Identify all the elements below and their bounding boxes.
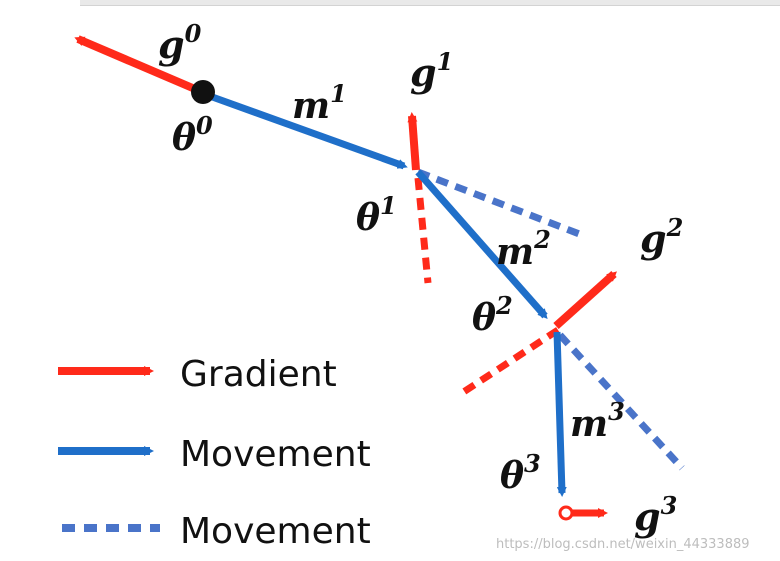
label-m2: m2 xyxy=(496,225,551,273)
label-g2: g2 xyxy=(640,213,683,261)
gradient-arrow-g1 xyxy=(407,112,420,171)
label-theta1: θ1 xyxy=(356,191,397,239)
label-m3: m3 xyxy=(570,397,625,445)
end-point xyxy=(558,505,574,521)
gradient-arrow-g2 xyxy=(553,271,617,329)
label-m1: m1 xyxy=(292,79,347,127)
movement-arrow-m3 xyxy=(553,331,567,497)
dotted-movement-1 xyxy=(416,168,584,239)
legend-gradient-label: Gradient xyxy=(180,354,337,395)
legend-dotted-label: Movement xyxy=(180,511,371,552)
movement-arrow-m1 xyxy=(202,90,408,170)
label-theta0: θ0 xyxy=(172,111,213,159)
gradient-arrow-g0 xyxy=(74,35,204,96)
label-theta2: θ2 xyxy=(472,291,513,339)
label-theta3: θ3 xyxy=(500,449,541,497)
label-g3: g3 xyxy=(634,491,677,539)
dotted-gradient-2 xyxy=(460,327,560,396)
legend: Gradient Movement Movement xyxy=(58,354,371,552)
label-g0: g0 xyxy=(158,19,202,67)
top-window-edge xyxy=(80,0,780,6)
movement-arrow-m2 xyxy=(415,169,548,319)
dotted-movement-2 xyxy=(557,332,685,471)
start-point xyxy=(191,80,215,104)
watermark: https://blog.csdn.net/weixin_44333889 xyxy=(496,537,750,552)
dotted-gradient-1 xyxy=(414,177,432,284)
label-g1: g1 xyxy=(410,47,453,95)
legend-movement-label: Movement xyxy=(180,434,371,475)
